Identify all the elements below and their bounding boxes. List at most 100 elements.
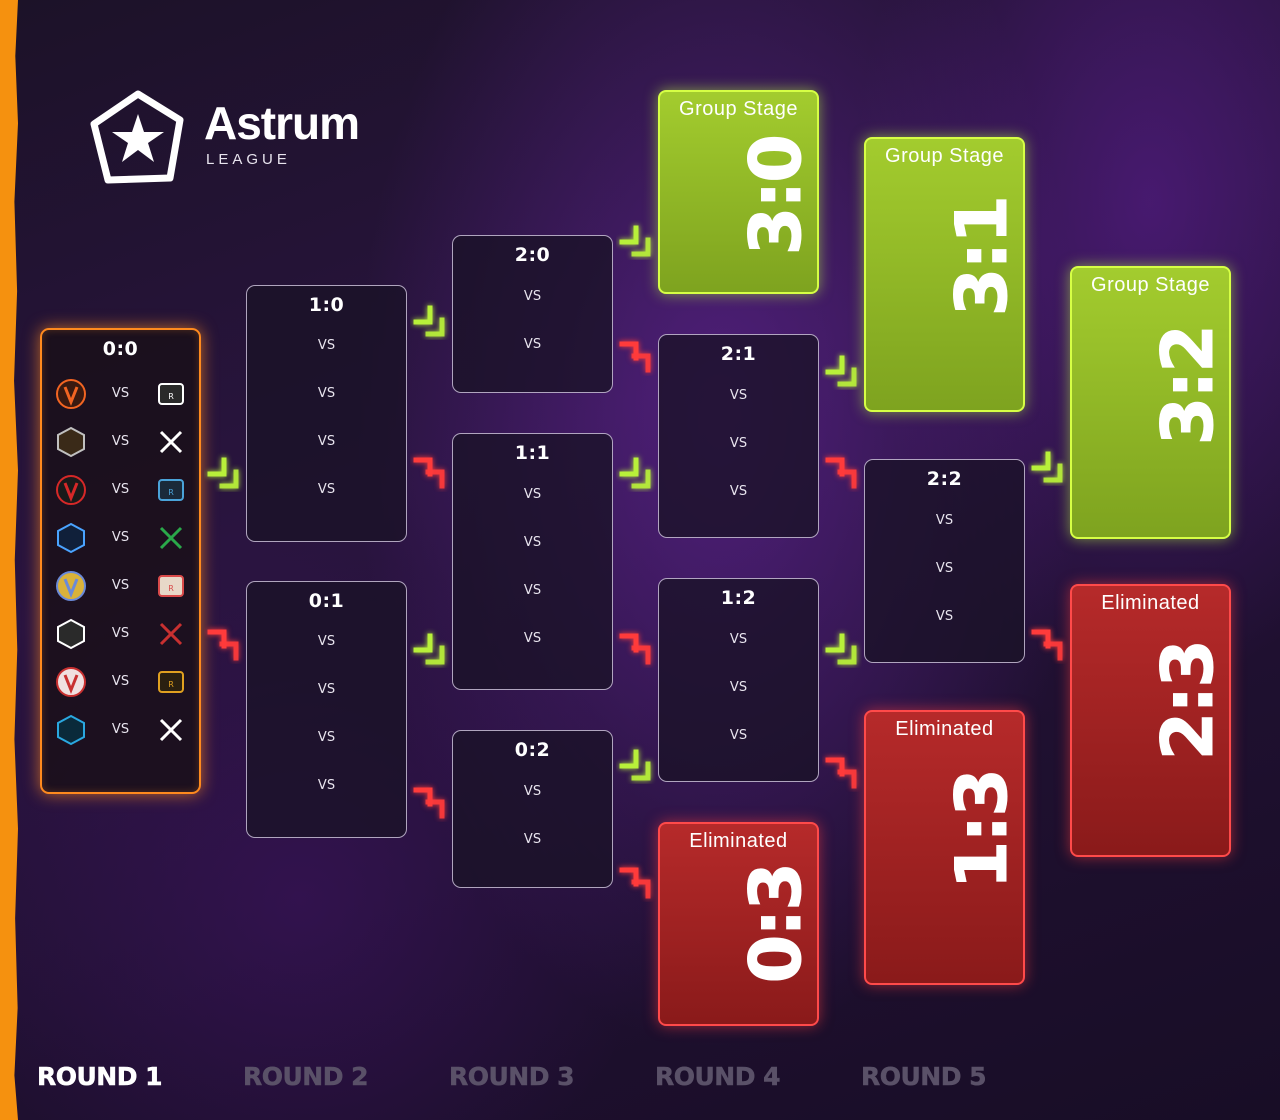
team-logo-left[interactable] [54, 521, 88, 555]
vs-label[interactable]: VS [317, 482, 336, 497]
team-logo-right[interactable]: R [154, 377, 188, 411]
vs-label: VS [111, 578, 130, 593]
brand-name: Astrum [204, 97, 360, 149]
pool-title: 1:2 [720, 587, 757, 609]
vs-label[interactable]: VS [523, 289, 542, 304]
round-label-3[interactable]: ROUND 3 [449, 1062, 575, 1092]
vs-label: VS [111, 722, 130, 737]
pool-title: 0:1 [308, 590, 345, 612]
brand-subtitle: LEAGUE [206, 151, 291, 168]
vs-label[interactable]: VS [317, 338, 336, 353]
advance-arrow-icon [822, 628, 862, 668]
pool-title: 0:2 [514, 739, 551, 761]
team-logo-right[interactable]: R [154, 569, 188, 603]
pool-card-1-2[interactable]: 1:2 VS VS VS [658, 578, 819, 782]
team-logo-right[interactable]: R [154, 665, 188, 699]
pool-card-0-0[interactable]: 0:0 VS R VS VS R VS VS R VS VS R VS [40, 328, 201, 794]
vs-label[interactable]: VS [317, 682, 336, 697]
round-label-1[interactable]: ROUND 1 [37, 1062, 163, 1092]
vs-label: VS [111, 674, 130, 689]
result-score: 3:2 [1147, 326, 1230, 446]
result-card-3-1[interactable]: Group Stage 3:1 [864, 137, 1025, 412]
vs-label[interactable]: VS [729, 436, 748, 451]
result-label: Group Stage [679, 98, 798, 120]
advance-arrow-icon [410, 628, 450, 668]
round-label-5[interactable]: ROUND 5 [861, 1062, 987, 1092]
round-label-4[interactable]: ROUND 4 [655, 1062, 781, 1092]
advance-arrow-icon [1028, 446, 1068, 486]
vs-label[interactable]: VS [523, 832, 542, 847]
drop-arrow-icon [410, 782, 450, 822]
vs-label: VS [111, 386, 130, 401]
vs-label[interactable]: VS [523, 784, 542, 799]
vs-label[interactable]: VS [935, 513, 954, 528]
vs-label: VS [111, 530, 130, 545]
vs-label: VS [111, 626, 130, 641]
team-logo-right[interactable] [154, 425, 188, 459]
svg-text:R: R [168, 680, 174, 689]
vs-label[interactable]: VS [729, 484, 748, 499]
vs-label[interactable]: VS [935, 561, 954, 576]
vs-label[interactable]: VS [729, 632, 748, 647]
result-score: 2:3 [1147, 641, 1230, 761]
round-label-2[interactable]: ROUND 2 [243, 1062, 369, 1092]
result-label: Group Stage [885, 145, 1004, 167]
team-logo-left[interactable] [54, 617, 88, 651]
vs-label[interactable]: VS [317, 386, 336, 401]
pool-card-2-0[interactable]: 2:0 VS VS [452, 235, 613, 393]
advance-arrow-icon [822, 350, 862, 390]
advance-arrow-icon [616, 220, 656, 260]
drop-arrow-icon [822, 452, 862, 492]
pool-card-0-2[interactable]: 0:2 VS VS [452, 730, 613, 888]
pool-card-0-1[interactable]: 0:1 VS VS VS VS [246, 581, 407, 838]
svg-text:R: R [168, 392, 174, 401]
result-label: Group Stage [1091, 274, 1210, 296]
vs-label[interactable]: VS [935, 609, 954, 624]
advance-arrow-icon [616, 744, 656, 784]
svg-text:R: R [168, 584, 174, 593]
vs-label[interactable]: VS [523, 487, 542, 502]
drop-arrow-icon [204, 624, 244, 664]
svg-text:R: R [168, 488, 174, 497]
team-logo-left[interactable] [54, 473, 88, 507]
drop-arrow-icon [1028, 624, 1068, 664]
team-logo-right[interactable] [154, 713, 188, 747]
vs-label[interactable]: VS [317, 634, 336, 649]
vs-label[interactable]: VS [317, 778, 336, 793]
result-card-1-3[interactable]: Eliminated 1:3 [864, 710, 1025, 985]
vs-label[interactable]: VS [523, 583, 542, 598]
vs-label: VS [111, 482, 130, 497]
result-card-0-3[interactable]: Eliminated 0:3 [658, 822, 819, 1026]
vs-label[interactable]: VS [729, 680, 748, 695]
result-card-3-2[interactable]: Group Stage 3:2 [1070, 266, 1231, 539]
vs-label[interactable]: VS [729, 388, 748, 403]
team-logo-right[interactable] [154, 617, 188, 651]
team-logo-left[interactable] [54, 377, 88, 411]
vs-label[interactable]: VS [317, 434, 336, 449]
team-logo-right[interactable]: R [154, 473, 188, 507]
vs-label[interactable]: VS [729, 728, 748, 743]
star-logo-icon [90, 90, 184, 184]
team-logo-right[interactable] [154, 521, 188, 555]
result-score: 0:3 [735, 864, 818, 984]
result-card-2-3[interactable]: Eliminated 2:3 [1070, 584, 1231, 857]
result-label: Eliminated [1101, 592, 1200, 614]
pool-title: 0:0 [102, 338, 139, 360]
brand-logo: Astrum LEAGUE [88, 88, 388, 188]
vs-label[interactable]: VS [523, 337, 542, 352]
vs-label[interactable]: VS [523, 535, 542, 550]
result-score: 3:0 [735, 136, 818, 256]
vs-label[interactable]: VS [523, 631, 542, 646]
team-logo-left[interactable] [54, 713, 88, 747]
result-card-3-0[interactable]: Group Stage 3:0 [658, 90, 819, 294]
team-logo-left[interactable] [54, 569, 88, 603]
vs-label[interactable]: VS [317, 730, 336, 745]
team-logo-left[interactable] [54, 425, 88, 459]
vs-label: VS [111, 434, 130, 449]
pool-title: 2:0 [514, 244, 551, 266]
team-logo-left[interactable] [54, 665, 88, 699]
